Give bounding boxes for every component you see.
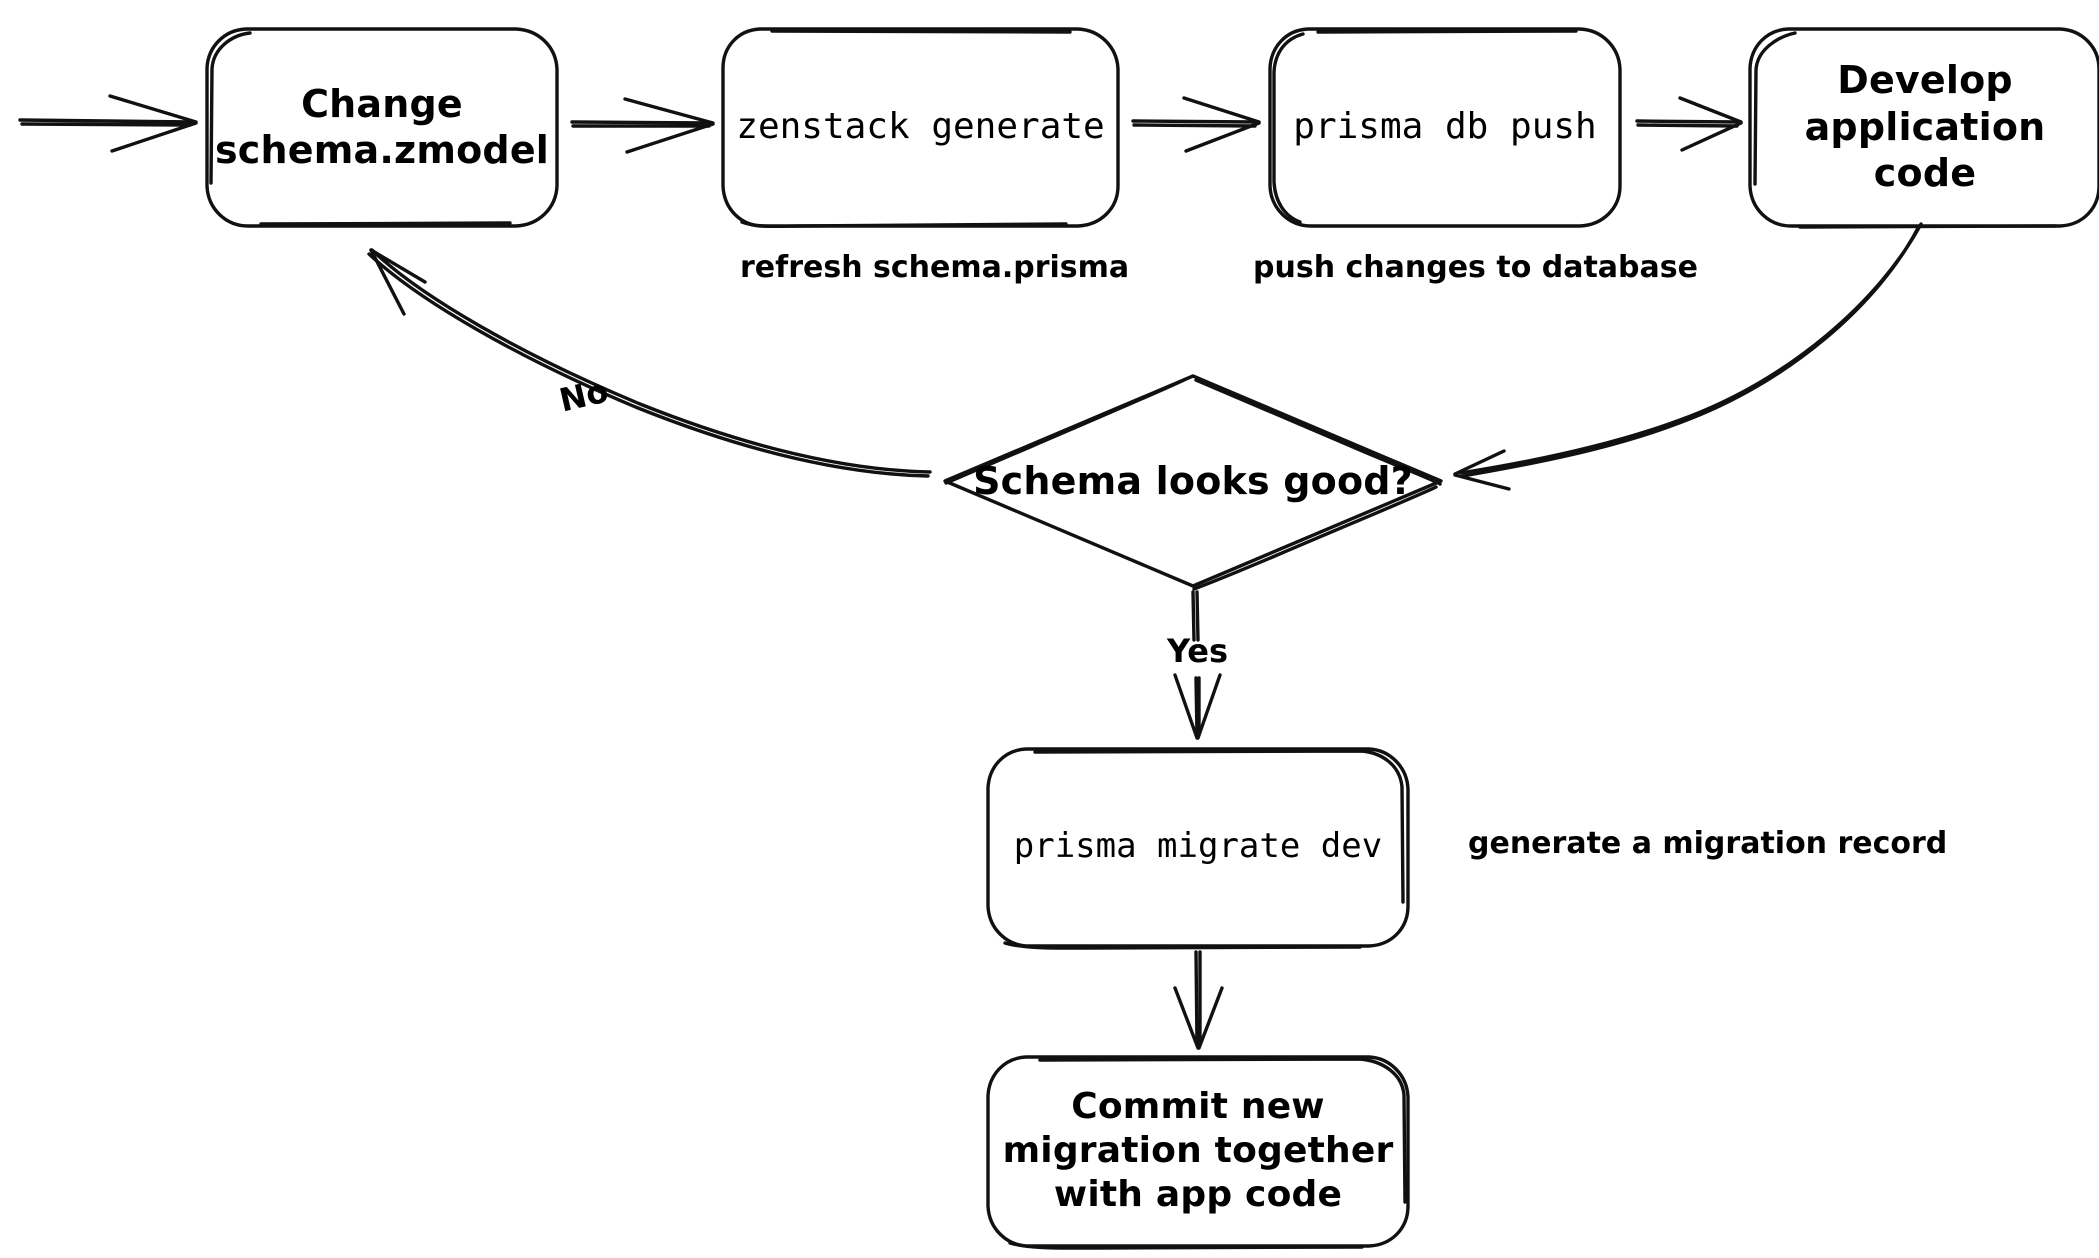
node-shape-zenstack-generate [721,27,1120,229]
node-shape-prisma-db-push [1268,27,1622,228]
annotation-generate-a-migration-record: generate a migration record [1468,826,1948,861]
node-label-zenstack-generate: zenstack generate [736,106,1105,148]
edge-label-no: No [555,371,612,420]
node-shape-change-schema [205,27,559,228]
node-label-develop-application-code: Develop application code [1804,58,2046,196]
annotation-push-changes-to-database: push changes to database [1253,250,1698,285]
edge-schema-looks-good-to-change-schema [367,248,932,478]
node-label-prisma-migrate-dev: prisma migrate dev [1013,826,1383,867]
edge-change-schema-to-zenstack-generate [570,97,715,154]
edge-prisma-db-push-to-develop-application-code [1635,96,1743,152]
edge-schema-looks-good-to-prisma-migrate-dev [1173,590,1222,740]
edge-zenstack-generate-to-prisma-db-push [1131,96,1261,153]
node-label-commit-new-migration: Commit new migration together with app c… [1002,1086,1394,1215]
node-shape-commit-new-migration [986,1055,1410,1250]
node-shape-schema-looks-good [943,374,1443,591]
edge-develop-application-code-to-schema-looks-good [1453,222,1923,491]
edge-prisma-migrate-dev-to-commit-new-migration [1173,950,1224,1050]
node-label-schema-looks-good: Schema looks good? [973,458,1413,503]
node-label-prisma-db-push: prisma db push [1293,106,1597,148]
edge-entry-to-change-schema [18,94,198,153]
edge-label-yes: Yes [1167,632,1228,670]
node-shape-develop-application-code [1748,27,2099,229]
node-label-change-schema: Change schema.zmodel [214,81,550,172]
node-shape-prisma-migrate-dev [986,747,1410,950]
annotation-refresh-schema-prisma: refresh schema.prisma [740,250,1130,285]
